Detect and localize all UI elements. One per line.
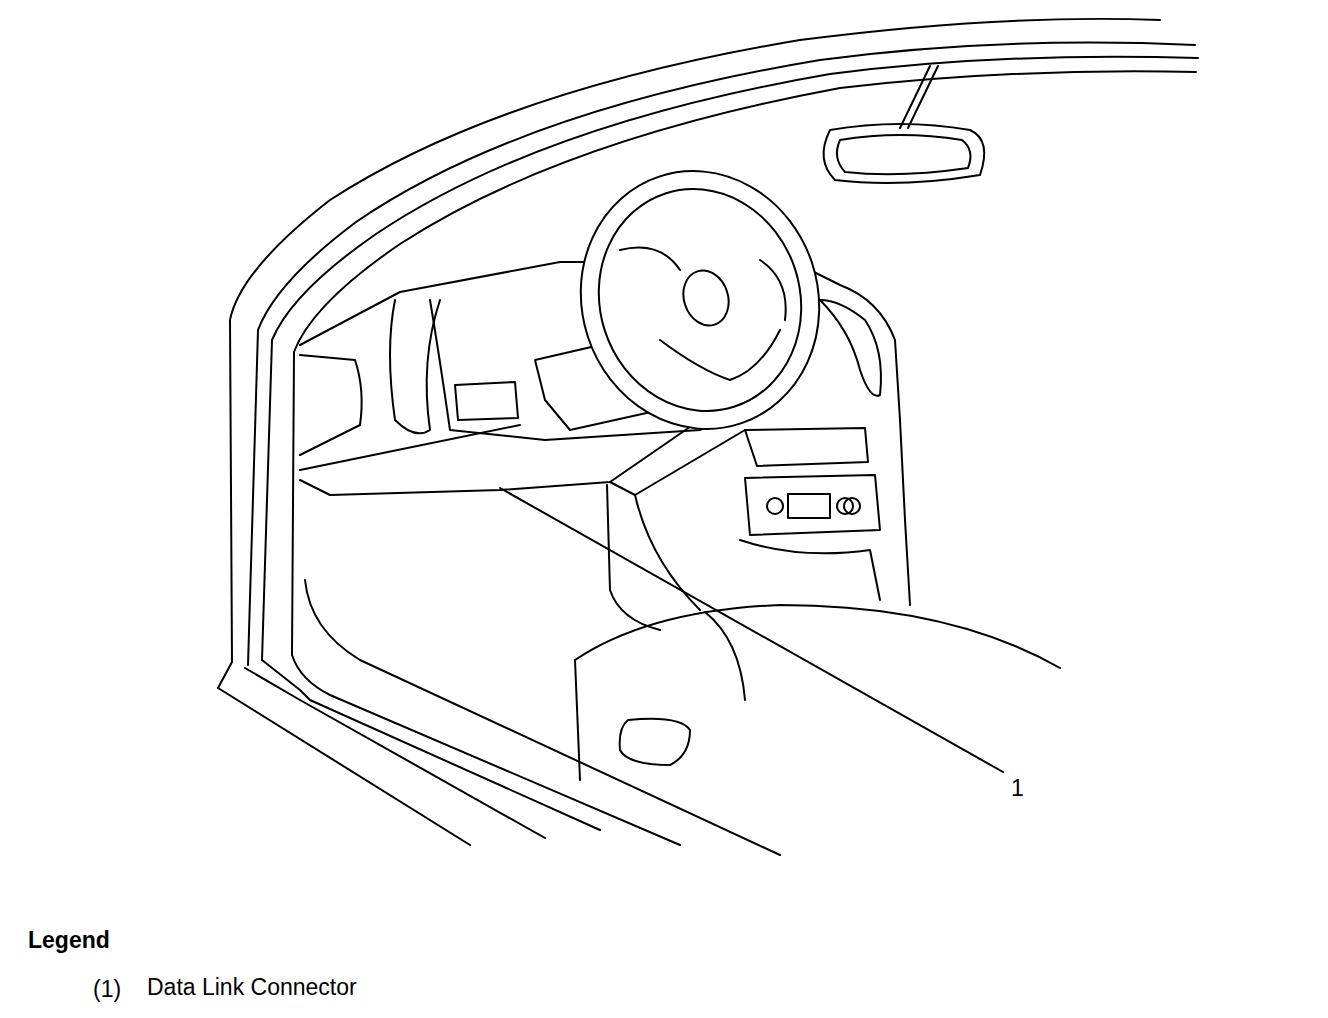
pillar-line xyxy=(262,57,1198,660)
console-front xyxy=(740,540,880,600)
dash-lower-edge xyxy=(300,425,520,470)
pillar-line xyxy=(218,19,1160,688)
dash-lower-edge xyxy=(300,420,700,495)
legend-number: (1) xyxy=(93,978,121,1001)
legend-heading: Legend xyxy=(28,929,110,952)
radio-knob xyxy=(767,498,783,514)
seat xyxy=(575,660,580,780)
radio-display xyxy=(788,494,830,518)
mirror-stem xyxy=(900,66,938,128)
seat xyxy=(705,612,745,700)
leader-line xyxy=(500,488,1003,772)
dash-lower-edge xyxy=(610,430,745,495)
pillar-line xyxy=(248,43,1195,665)
callout-number: 1 xyxy=(1011,777,1024,800)
console-side xyxy=(635,495,700,610)
door-opening xyxy=(305,580,780,855)
radio-knob xyxy=(844,498,860,514)
wheel-spokes xyxy=(620,248,786,381)
seat-handle xyxy=(620,719,690,765)
legend-text: Data Link Connector xyxy=(147,976,357,999)
mirror xyxy=(837,135,970,174)
center-panel xyxy=(745,428,868,466)
steering-wheel xyxy=(548,140,853,460)
wheel-hub xyxy=(676,265,735,332)
dash-panel xyxy=(455,382,518,420)
steering-wheel xyxy=(570,163,829,438)
sill-line xyxy=(292,655,680,845)
seat xyxy=(575,605,1060,668)
pillar-line xyxy=(292,71,1196,655)
sill-line xyxy=(218,688,470,845)
dash-vent xyxy=(820,300,881,396)
radio xyxy=(745,475,880,535)
console-side xyxy=(607,485,660,630)
dash-top xyxy=(300,262,590,345)
sill-line xyxy=(262,660,600,830)
sill-line xyxy=(245,668,545,838)
side-vent xyxy=(300,355,362,455)
mirror xyxy=(824,124,985,183)
